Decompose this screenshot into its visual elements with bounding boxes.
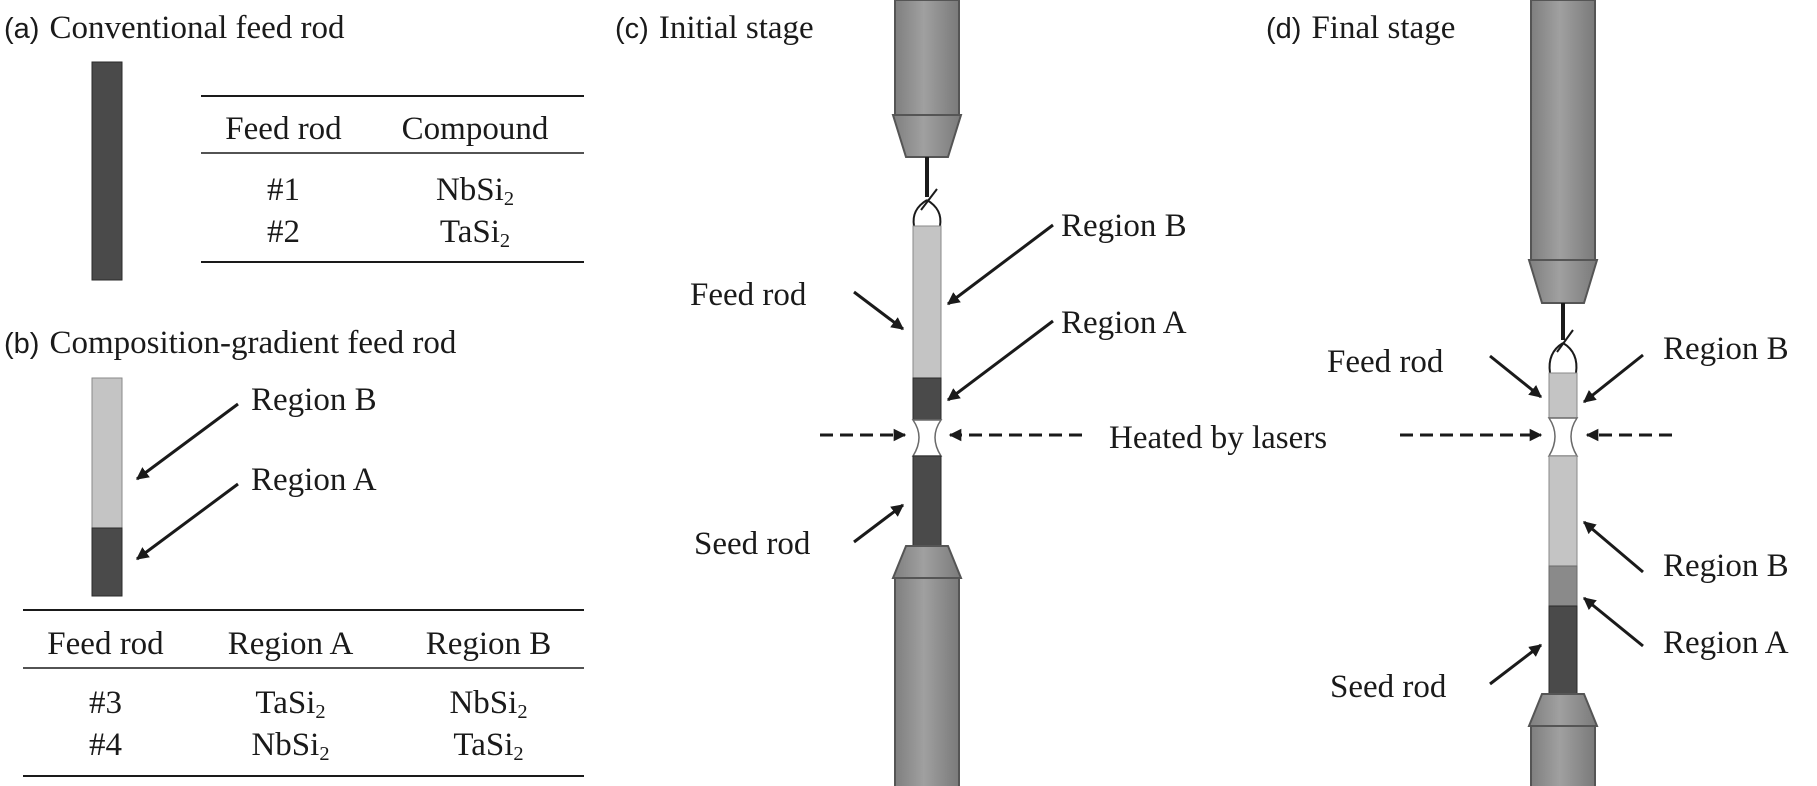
arrow-d-seed-rod xyxy=(1489,643,1543,686)
wire-tick xyxy=(1556,329,1574,353)
wire-hook xyxy=(1548,342,1578,374)
table-row: #2 TaSi2 xyxy=(201,211,584,253)
label-d-seed-rod: Seed rod xyxy=(1330,669,1447,705)
label-c-feed-rod: Feed rod xyxy=(690,277,807,313)
molten-zone xyxy=(911,419,943,457)
arrow-c-seed-rod xyxy=(853,503,905,544)
table-cell-rod: #1 xyxy=(267,171,300,208)
feed-rod-region-a xyxy=(912,377,942,421)
lower-chuck xyxy=(1527,693,1599,727)
upper-chuck xyxy=(1527,259,1599,304)
apparatus-final-stage xyxy=(1400,0,1672,786)
wire-hook xyxy=(912,199,942,227)
table-header: Region A xyxy=(227,626,354,662)
lower-shaft xyxy=(894,577,960,786)
molten-zone xyxy=(1547,417,1579,457)
feed-rod-region-b xyxy=(912,225,942,379)
label-c-region-b: Region B xyxy=(1061,208,1187,244)
table-cell-region-b: NbSi2 xyxy=(449,684,528,723)
seed-rod xyxy=(912,455,942,547)
table-row: #1 NbSi2 xyxy=(201,169,584,211)
table-gradient-feed-rods: Feed rod Region A Region B #3 TaSi2 NbSi… xyxy=(23,620,584,766)
panel-letter: (a) xyxy=(4,13,40,45)
arrow-d-region-a xyxy=(1583,596,1644,648)
remaining-feed-rod xyxy=(1548,372,1578,419)
table-header: Region B xyxy=(425,626,552,662)
panel-title-text: Final stage xyxy=(1311,10,1456,46)
arrow-c-region-b xyxy=(946,223,1054,306)
arrow-c-region-a xyxy=(946,319,1054,402)
gradient-rod-region-b xyxy=(91,377,123,529)
panel-letter: (c) xyxy=(615,13,649,45)
table-header: Compound xyxy=(401,111,549,147)
table-cell-rod: #2 xyxy=(267,213,300,250)
table-cell-compound: TaSi2 xyxy=(439,213,511,252)
label-d-region-a: Region A xyxy=(1663,625,1789,661)
gradient-rod-region-a xyxy=(91,527,123,597)
table-cell-compound: NbSi2 xyxy=(435,171,515,210)
table-header: Feed rod xyxy=(47,626,164,662)
table-cell-region-a: NbSi2 xyxy=(251,726,330,765)
panel-c-title: (c) Initial stage xyxy=(615,12,814,45)
table-cell-region-b: TaSi2 xyxy=(453,726,524,765)
arrow-d-region-b-lower xyxy=(1583,520,1644,574)
panel-b-title: (b) Composition-gradient feed rod xyxy=(4,327,456,360)
arrow-b-region-a xyxy=(135,482,239,561)
arrow-c-feed-rod xyxy=(853,290,905,331)
panel-letter: (d) xyxy=(1266,13,1302,45)
grown-crystal-transition xyxy=(1548,565,1578,607)
label-d-feed-rod: Feed rod xyxy=(1327,344,1444,380)
lower-chuck xyxy=(891,545,963,579)
label-d-region-b-lower: Region B xyxy=(1663,548,1789,584)
panel-a-title: (a) Conventional feed rod xyxy=(4,12,345,45)
panel-title-text: Composition-gradient feed rod xyxy=(49,325,457,361)
panel-title-text: Initial stage xyxy=(658,10,814,46)
table-cell-rod: #4 xyxy=(89,726,122,763)
table-row: #4 NbSi2 TaSi2 xyxy=(23,724,584,766)
arrow-d-region-b-top xyxy=(1583,353,1644,404)
table-row: #3 TaSi2 NbSi2 xyxy=(23,682,584,724)
label-d-region-b-top: Region B xyxy=(1663,331,1789,367)
upper-shaft xyxy=(1530,0,1596,261)
label-c-region-a: Region A xyxy=(1061,305,1187,341)
upper-chuck xyxy=(891,114,963,158)
label-b-region-b: Region B xyxy=(251,382,377,418)
label-heated-by-lasers: Heated by lasers xyxy=(1109,420,1328,456)
table-conventional-feed-rods: Feed rod Compound #1 NbSi2 #2 TaSi2 xyxy=(201,105,584,253)
lower-shaft xyxy=(1530,725,1596,786)
label-b-region-a: Region A xyxy=(251,462,377,498)
table-header: Feed rod xyxy=(225,111,342,147)
table-cell-rod: #3 xyxy=(89,684,122,721)
label-c-seed-rod: Seed rod xyxy=(694,526,811,562)
panel-title-text: Conventional feed rod xyxy=(49,10,345,46)
arrow-d-feed-rod xyxy=(1489,354,1542,399)
panel-letter: (b) xyxy=(4,328,40,360)
conventional-feed-rod xyxy=(91,61,123,281)
apparatus-initial-stage xyxy=(820,0,1082,786)
wire-tick xyxy=(920,188,938,211)
upper-shaft xyxy=(894,0,960,116)
grown-crystal-region-b xyxy=(1548,455,1578,567)
grown-crystal-region-a xyxy=(1548,605,1578,695)
panel-d-title: (d) Final stage xyxy=(1266,12,1455,45)
arrow-b-region-b xyxy=(135,402,239,481)
table-cell-region-a: TaSi2 xyxy=(255,684,326,723)
